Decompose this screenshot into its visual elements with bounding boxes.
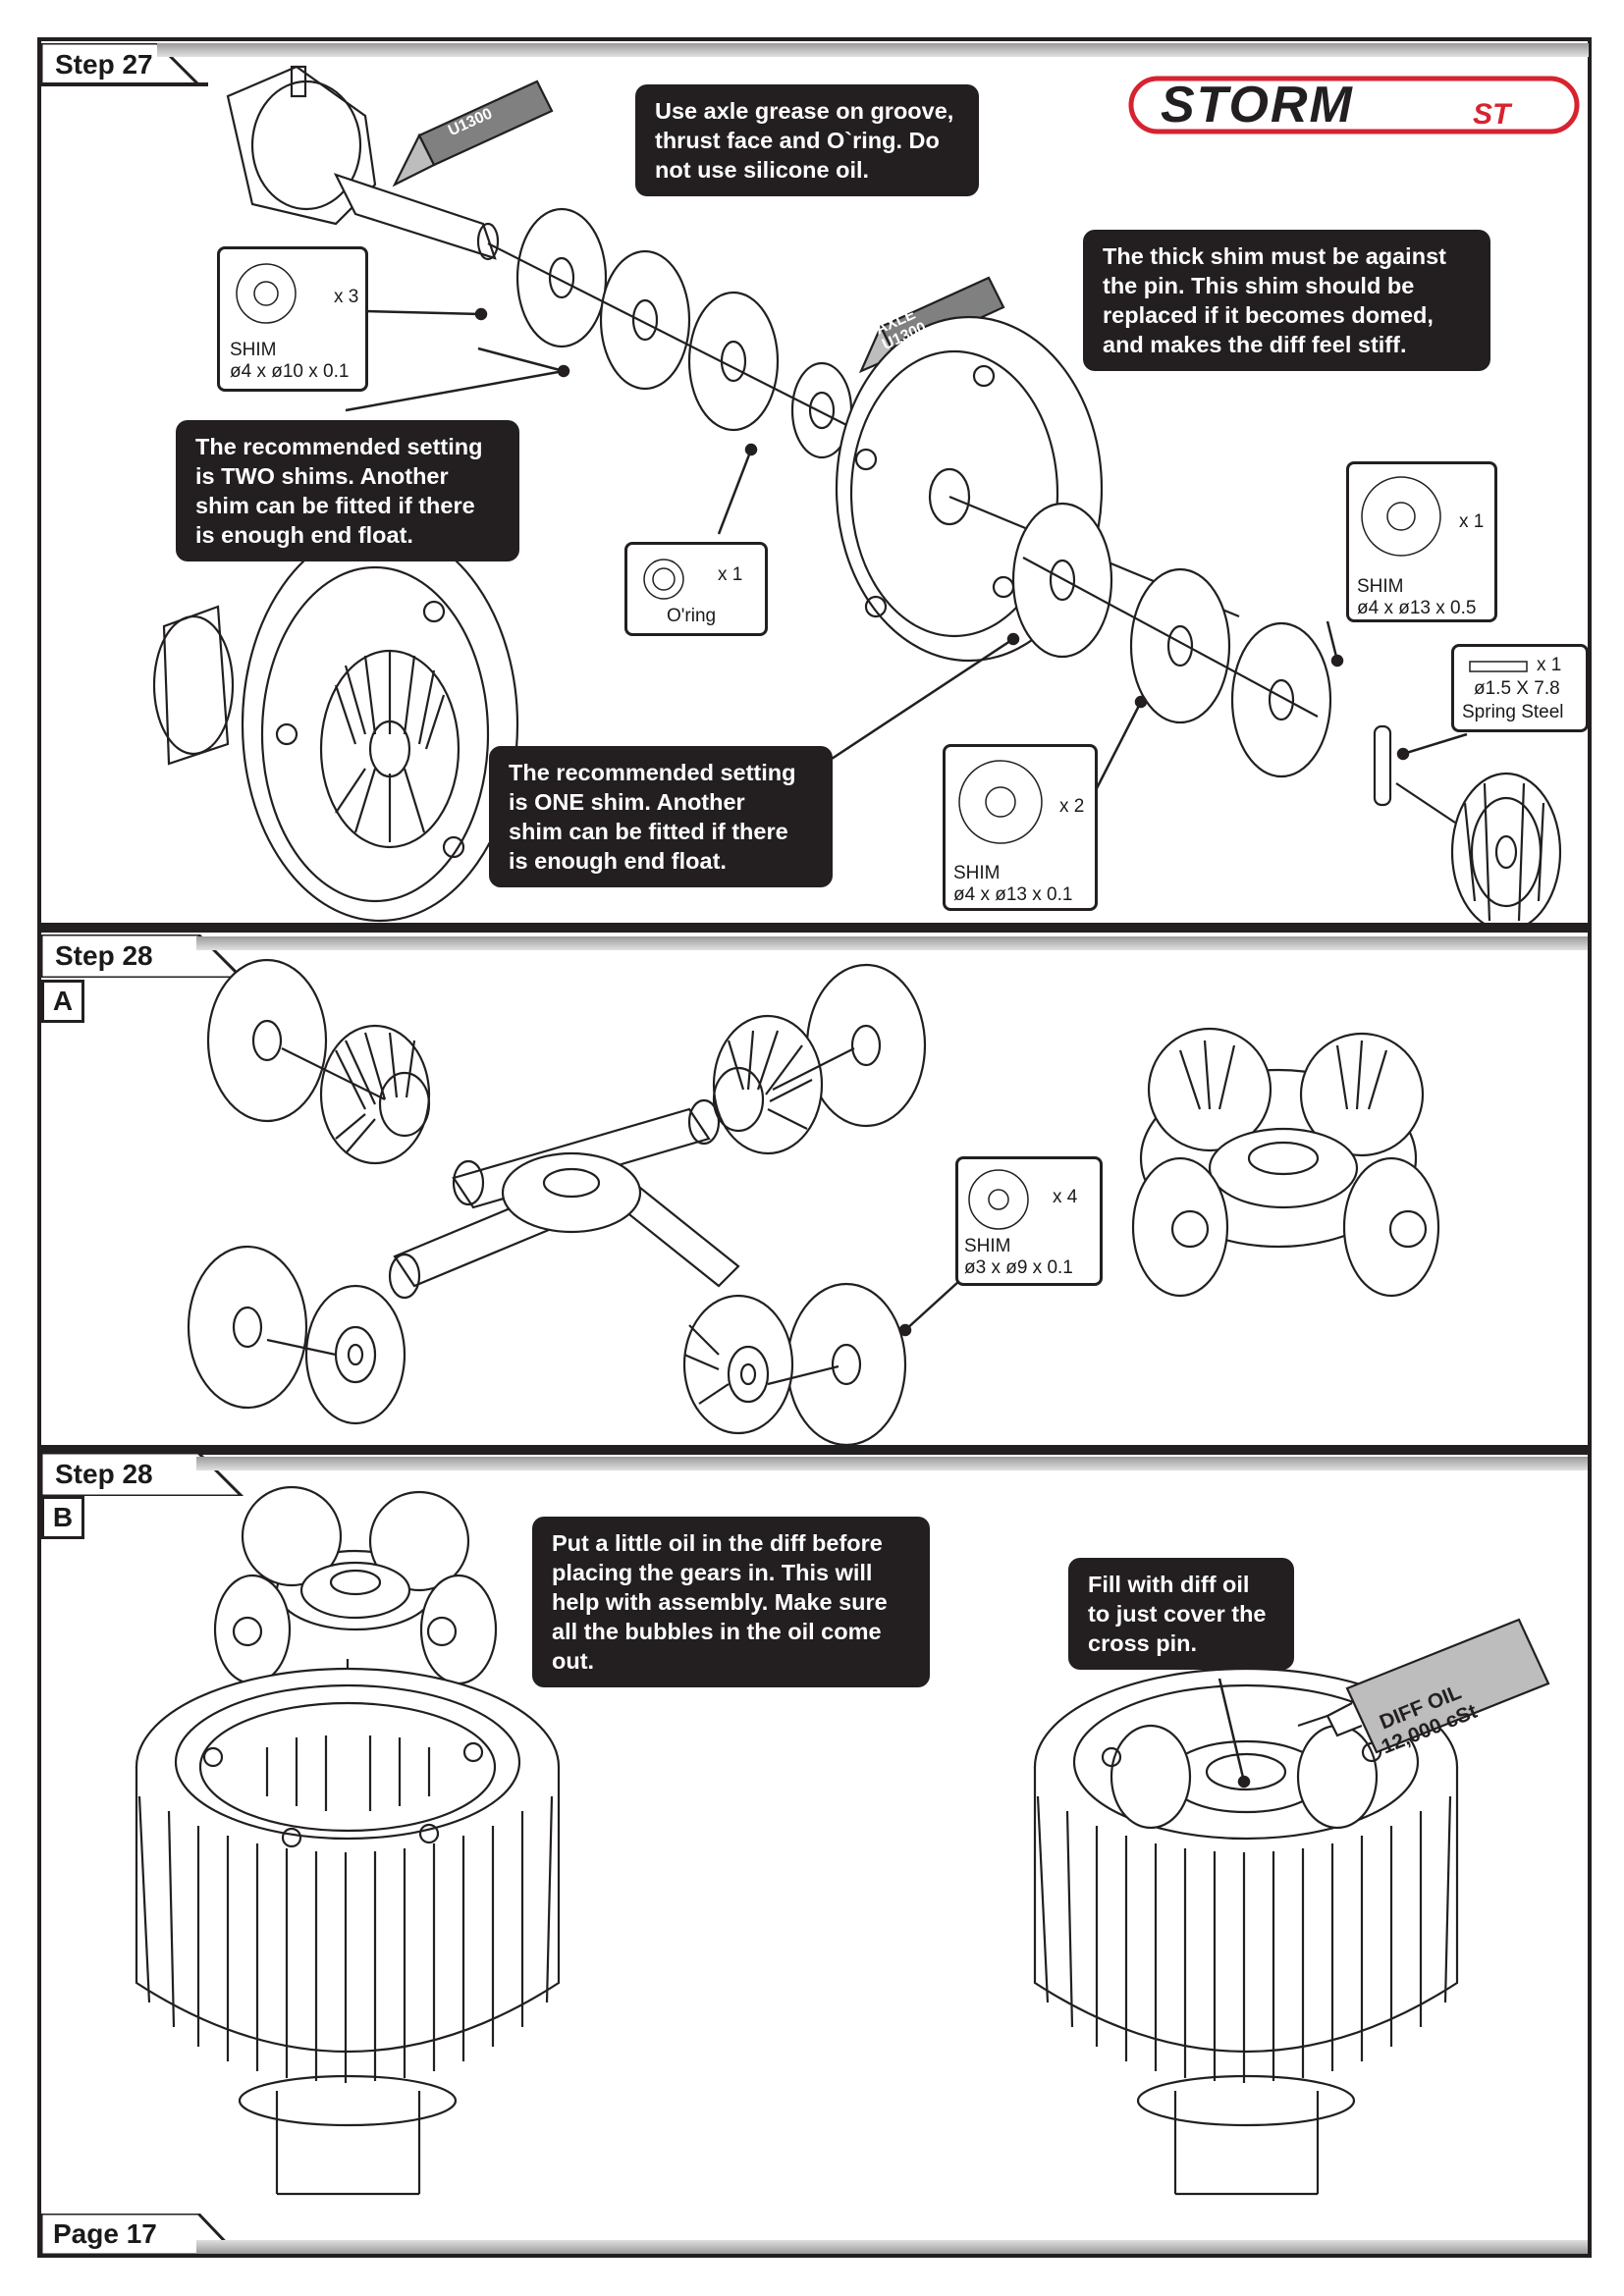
spur-gear-diff-right [1033, 1667, 1459, 2196]
part-name: SHIM [964, 1236, 1011, 1256]
page-tab-shape [41, 2214, 241, 2255]
step-28a-header-bar [196, 936, 1588, 950]
step-28b-header-bar [196, 1457, 1588, 1470]
pin-icon [1469, 661, 1528, 672]
part-qty: x 3 [334, 287, 359, 307]
shim-d [1011, 502, 1113, 659]
footer-bar [196, 2240, 1588, 2254]
part-box-shim-4x13-01: x 2 SHIM ø4 x ø13 x 0.1 [943, 744, 1098, 911]
part-qty: x 1 [718, 564, 743, 585]
shim-28a-1 [206, 958, 328, 1123]
step-28a-tab: Step 28 [41, 934, 249, 978]
shim-a [515, 207, 608, 348]
shim-28a-4 [785, 1282, 907, 1447]
part-name: ø1.5 X 7.8 [1474, 678, 1560, 699]
panel-divider [41, 923, 1588, 933]
logo-suffix: ST [1473, 98, 1513, 131]
shim-icon [968, 1169, 1029, 1230]
part-box-pin: x 1 ø1.5 X 7.8 Spring Steel [1451, 644, 1589, 732]
step-28b-tab: Step 28 [41, 1453, 249, 1496]
part-spec: Spring Steel [1462, 702, 1564, 722]
page-frame [37, 37, 1592, 2258]
shim-icon [1361, 476, 1441, 557]
shim-c [687, 291, 780, 432]
step-28b-sublabel: B [41, 1496, 84, 1539]
shim-thick [1230, 621, 1332, 778]
oring-icon [643, 559, 684, 600]
assembled-diff-illustration [152, 526, 519, 923]
outdrive-cup-illustration [226, 65, 500, 261]
note-thick-shim: The thick shim must be against the pin. … [1083, 230, 1490, 371]
pinion-gear-3 [304, 1284, 406, 1425]
pinion-gear-2 [712, 1014, 824, 1155]
part-box-oring: x 1 O'ring [624, 542, 768, 636]
panel-divider [41, 1445, 1588, 1455]
shim-28a-3 [187, 1245, 308, 1410]
part-spec: ø4 x ø13 x 0.5 [1357, 598, 1477, 618]
storm-logo: STORM ST [1128, 76, 1580, 134]
step-tab-shape [41, 1453, 244, 1496]
shim-28a-2 [805, 963, 927, 1128]
cross-pin-illustration [388, 1098, 740, 1300]
part-box-shim-4x10: x 3 SHIM ø4 x ø10 x 0.1 [217, 246, 368, 392]
step-27-header-bar [157, 43, 1589, 57]
note-one-shim: The recommended setting is ONE shim. Ano… [489, 746, 833, 887]
part-qty: x 4 [1053, 1187, 1078, 1207]
part-name: SHIM [953, 863, 1001, 883]
step-28a-diagram [187, 958, 1440, 1447]
part-spec: ø4 x ø10 x 0.1 [230, 361, 350, 382]
part-name: O'ring [667, 606, 717, 626]
part-name: SHIM [230, 340, 277, 360]
note-two-shims: The recommended setting is TWO shims. An… [176, 420, 519, 561]
shim-b [599, 249, 691, 391]
shim-e [1129, 567, 1231, 724]
step-27-diagram [152, 65, 1562, 923]
part-spec: ø4 x ø13 x 0.1 [953, 884, 1073, 905]
part-box-shim-3x9: x 4 SHIM ø3 x ø9 x 0.1 [955, 1156, 1103, 1286]
page-number: Page 17 [53, 2218, 157, 2249]
oil-bottle-illustration [1297, 1618, 1550, 1754]
step-28b-title: Step 28 [55, 1459, 153, 1489]
gear-set-insert [213, 1485, 498, 1685]
grease-tube-1 [392, 80, 554, 187]
cross-pin [1373, 724, 1392, 807]
part-qty: x 1 [1459, 511, 1485, 532]
bevel-gear-illustration [1450, 772, 1562, 923]
part-qty: x 2 [1059, 796, 1085, 817]
step-tab-shape [41, 934, 244, 978]
part-qty: x 1 [1537, 655, 1562, 675]
logo-text: STORM [1161, 77, 1354, 133]
note-fill: Fill with diff oil to just cover the cro… [1068, 1558, 1294, 1670]
step-27-title: Step 27 [55, 49, 153, 80]
part-spec: ø3 x ø9 x 0.1 [964, 1257, 1073, 1278]
page-number-tab: Page 17 [41, 2214, 297, 2255]
note-grease: Use axle grease on groove, thrust face a… [635, 84, 979, 196]
shim-icon [958, 760, 1043, 844]
step-28a-title: Step 28 [55, 940, 153, 971]
spur-gear-diff-left [135, 1667, 561, 2196]
assembled-gear-set [1131, 1027, 1440, 1298]
step-28b-diagram [135, 1485, 1550, 2196]
shim-icon [236, 263, 297, 324]
pinion-gear-4 [682, 1294, 794, 1435]
part-name: SHIM [1357, 576, 1404, 597]
step-28a-sublabel: A [41, 980, 84, 1023]
part-box-shim-4x13-05: x 1 SHIM ø4 x ø13 x 0.5 [1346, 461, 1497, 622]
note-oil-first: Put a little oil in the diff before plac… [532, 1517, 930, 1687]
